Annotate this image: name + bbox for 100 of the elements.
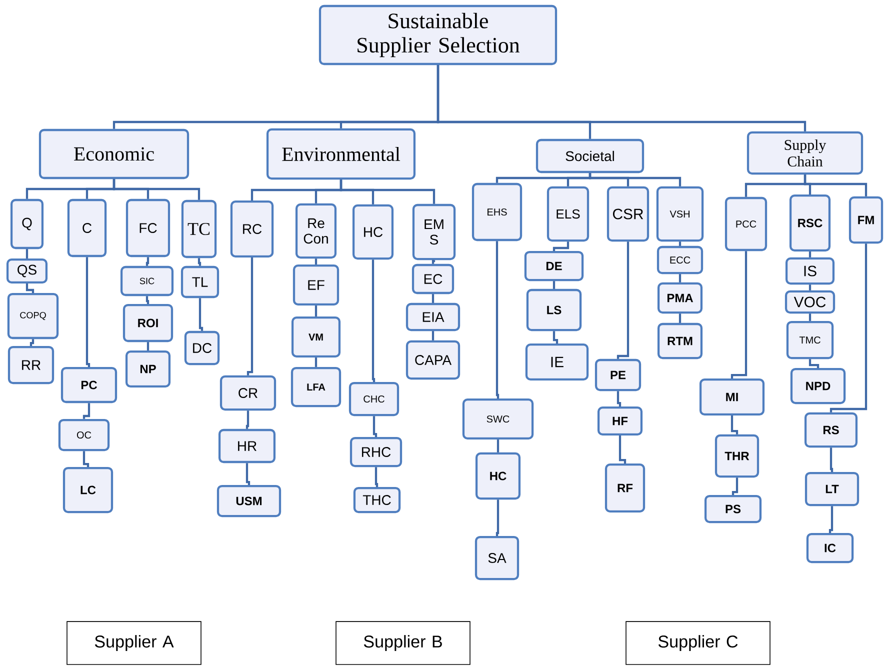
criterion-box: FM (848, 196, 884, 244)
connector-line (314, 306, 318, 316)
connector-line (372, 260, 376, 382)
supplier-box: Supplier B (336, 621, 470, 665)
connector-line (30, 339, 34, 346)
connector-line (340, 180, 436, 204)
connector-line (432, 260, 436, 264)
supplier-box: Supplier C (626, 621, 770, 665)
connector-line (830, 244, 868, 412)
criterion-box: LS (526, 288, 582, 332)
criterion-box: HR (218, 428, 276, 464)
criterion-box: VOC (784, 290, 836, 314)
connector-line (246, 258, 254, 376)
criterion-box: SA (474, 536, 520, 580)
connector-line (82, 403, 90, 419)
criterion-box: LFA (290, 366, 342, 408)
connector-line (678, 314, 682, 323)
criterion-box: THC (353, 486, 401, 514)
connector-line (146, 296, 150, 304)
connector-line (730, 416, 738, 434)
criterion-box: LC (62, 466, 114, 514)
criterion-box: PE (594, 358, 642, 392)
connector-line (314, 258, 318, 264)
criterion-box: SIC (120, 266, 174, 296)
criterion-box: CHC (348, 382, 400, 416)
connector-line (198, 298, 204, 331)
connector-line (828, 506, 834, 533)
connector-line (618, 436, 626, 464)
connector-line (808, 284, 812, 290)
criterion-box: DE (524, 250, 584, 282)
connector-line (552, 331, 558, 344)
connector-line (808, 252, 812, 258)
connector-line (678, 242, 682, 246)
connector-line (372, 416, 378, 437)
criterion-box: PC (60, 366, 118, 404)
criterion-box: NP (125, 350, 171, 388)
criterion-box: EC (412, 264, 454, 294)
criterion-box: USM (216, 484, 282, 518)
criterion-box: EHS (472, 182, 522, 242)
criterion-box: IS (785, 257, 835, 285)
criterion-box: CAPA (406, 340, 460, 380)
connector-line (198, 258, 202, 266)
criterion-box: DC (184, 330, 220, 366)
connector-line (314, 358, 318, 367)
connector-line (808, 359, 820, 368)
connector-line (146, 342, 150, 350)
criterion-box: EIA (406, 302, 460, 332)
criterion-box: RC (230, 200, 274, 258)
criterion-box: RS (804, 412, 858, 448)
connector-line (830, 448, 834, 472)
connector-line (552, 281, 556, 289)
criterion-box: RHC (350, 436, 402, 468)
criterion-box: COPQ (7, 292, 59, 340)
supplier-box: Supplier A (66, 621, 202, 665)
criterion-box: THR (714, 434, 760, 478)
connector-line (732, 478, 738, 495)
connector-line (432, 331, 434, 340)
connector-line (616, 242, 630, 359)
criterion-box: OC (58, 418, 110, 452)
connector-line (678, 274, 682, 282)
connector-line (146, 257, 150, 266)
connector-line (616, 391, 622, 406)
criterion-box: PCC (724, 196, 768, 252)
criterion-box: MI (699, 378, 765, 416)
criterion-box: VSH (656, 186, 704, 242)
connector-line (588, 173, 682, 186)
criterion-box: Re Con (295, 203, 337, 259)
criterion-box: RR (8, 346, 54, 384)
criterion-box: C (67, 198, 107, 258)
connector-line (246, 410, 250, 429)
criterion-box: TMC (786, 320, 834, 360)
connector-line (26, 249, 28, 258)
connector-line (246, 463, 250, 485)
criterion-box: Environmental (266, 128, 416, 180)
connector-line (82, 451, 90, 467)
connector-line (552, 242, 570, 251)
criterion-box: ROI (122, 304, 174, 342)
criterion-box: Q (10, 198, 44, 250)
criterion-box: CSR (606, 186, 650, 242)
criterion-box: EF (292, 264, 340, 306)
criterion-box: Supply Chain (746, 131, 864, 175)
criterion-box: LT (804, 472, 860, 506)
connector-line (436, 65, 806, 132)
criterion-box: IC (806, 532, 854, 564)
criterion-box: TL (180, 266, 220, 298)
criterion-box: HC (352, 204, 394, 260)
criterion-box: IE (525, 343, 589, 381)
connector-line (26, 284, 34, 293)
criterion-box: Societal (536, 138, 644, 174)
criterion-box: FC (126, 198, 170, 258)
criterion-box: SWC (462, 398, 534, 440)
criterion-box: EM S (412, 204, 456, 260)
criterion-box: RTM (657, 322, 703, 360)
connector-line (496, 241, 500, 398)
criterion-box: Sustainable Supplier Selection (318, 4, 558, 66)
criterion-box: HF (597, 406, 643, 436)
criterion-box: ELS (546, 186, 590, 242)
criterion-box: RF (604, 463, 646, 513)
connector-line (86, 257, 90, 367)
criterion-box: PMA (657, 282, 703, 314)
